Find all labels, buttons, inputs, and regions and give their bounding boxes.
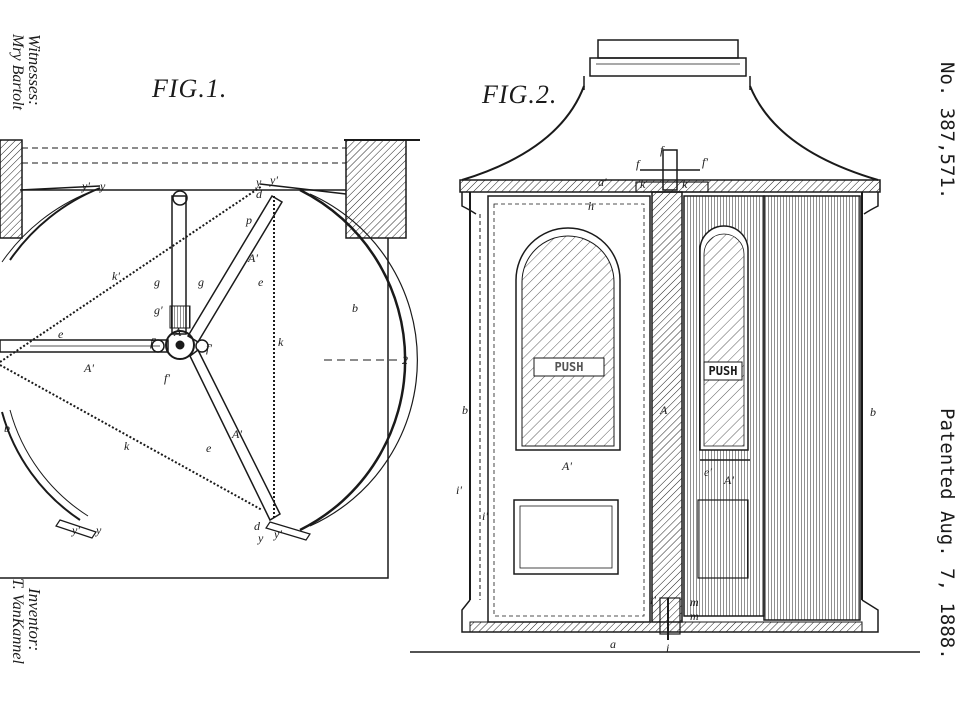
svg-text:A': A' [231,427,242,441]
svg-text:d: d [254,519,261,533]
svg-text:g': g' [154,303,163,317]
svg-text:a: a [610,637,616,651]
svg-text:y: y [95,523,102,537]
svg-text:h: h [588,199,594,213]
svg-text:b: b [462,403,468,417]
svg-text:k': k' [112,269,120,283]
svg-text:f: f [636,157,641,171]
left-door-sign: PUSH [554,360,584,374]
svg-text:b: b [870,405,876,419]
svg-text:y: y [99,179,106,193]
svg-text:A: A [173,325,182,339]
svg-text:A': A' [561,459,572,473]
svg-text:k: k [278,335,284,349]
fig2-drawing [410,39,920,653]
svg-text:i': i' [456,483,462,497]
fig1-title: FIG.1. [152,74,228,103]
fig1-drawing [0,139,420,579]
svg-text:A': A' [83,361,94,375]
svg-text:p: p [245,213,252,227]
svg-text:y: y [255,175,262,189]
svg-text:y: y [257,531,264,545]
svg-text:f': f' [702,155,708,169]
svg-text:k: k [124,439,130,453]
svg-text:y': y' [273,527,282,541]
svg-text:g: g [198,275,204,289]
svg-text:f: f [660,143,665,157]
section-marker: 2 [402,353,408,367]
svg-text:g: g [154,275,160,289]
svg-text:y': y' [269,173,278,187]
svg-text:i: i [666,641,669,655]
svg-text:i': i' [650,593,656,607]
svg-text:y': y' [71,523,80,537]
svg-text:e': e' [704,465,712,479]
svg-text:e: e [206,441,212,455]
fig2-labels: a' f f f' k k h A A' A' e' b b i' i' a i… [456,143,876,655]
svg-text:b: b [352,301,358,315]
svg-text:f': f' [150,335,156,349]
svg-text:k: k [640,177,646,191]
svg-text:e: e [58,327,64,341]
svg-text:b: b [4,421,10,435]
svg-text:e: e [258,275,264,289]
svg-text:A': A' [723,473,734,487]
svg-text:A': A' [247,251,258,265]
svg-text:f': f' [164,371,170,385]
svg-text:a': a' [598,175,607,189]
svg-text:k: k [682,177,688,191]
svg-text:m: m [690,595,699,609]
svg-text:d: d [256,187,263,201]
svg-text:f': f' [206,341,212,355]
fig1-labels: y' y y y' d p A' e k' g g g' e A' f' f' … [4,173,408,545]
svg-text:y': y' [81,179,90,193]
svg-text:A: A [659,403,668,417]
fig2-title: FIG.2. [482,80,558,109]
right-door-sign: PUSH [705,364,741,378]
svg-text:i': i' [482,509,488,523]
svg-text:m: m [690,609,699,623]
